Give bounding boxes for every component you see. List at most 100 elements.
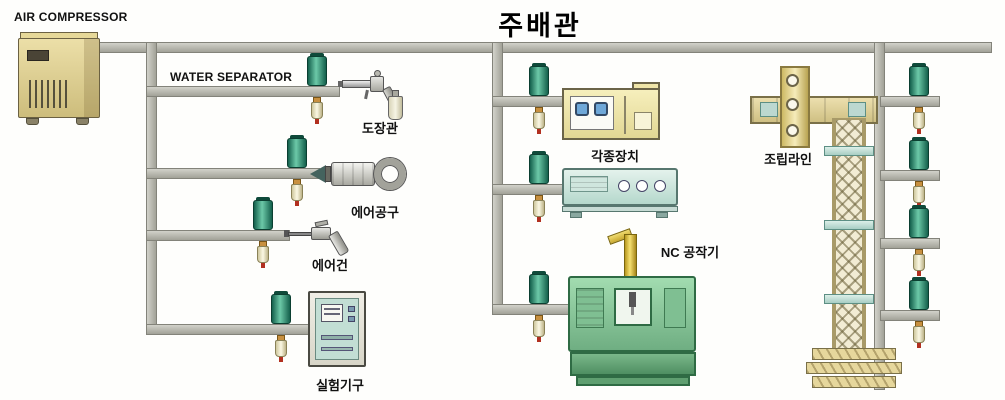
separator-cap [274,291,288,296]
nc-machine-base [570,352,696,376]
compressor-nameplate [27,50,49,61]
right-riser-pipe [874,42,885,390]
separator-filter-bowl [533,320,545,337]
air-tool-cone [310,165,326,183]
separator-cap [310,53,324,58]
water-separator-label: WATER SEPARATOR [170,70,293,84]
assembly-base-bar [806,362,902,374]
water-separator-unit [270,291,292,364]
right-branch-pipe-1 [880,96,940,107]
air-gun-device [284,219,364,266]
separator-drain [279,357,283,362]
separator-drain [261,263,265,268]
air-tool-body [331,162,375,186]
separator-cap [912,277,926,282]
water-separator-unit [252,197,274,270]
right-branch-pipe-3 [880,238,940,249]
tower-crossbar [824,294,874,304]
separator-cap [912,137,926,142]
nc-side-panel [664,288,686,328]
various-devices-label: 각종장치 [591,149,639,164]
separator-filter-bowl [257,246,269,263]
water-separator-unit [306,53,328,126]
separator-body [529,154,549,184]
spray-gun-device [338,68,410,126]
main-pipe [96,42,992,53]
air-tool-handle-ring [374,158,406,190]
tower-crossbar [824,146,874,156]
nc-arm-column [624,234,637,280]
assembly-base-bar [812,376,896,388]
spray-gun-trigger [364,89,369,100]
separator-filter-bowl [533,112,545,129]
air-gun-body [311,227,331,240]
left-branch-pipe-1 [146,86,340,97]
control-dial [636,180,648,192]
air-gun-grip [328,230,350,257]
main-pipe-title: 주배관 [498,11,582,41]
gear-hole [786,98,799,111]
water-separator-unit [908,205,930,278]
water-separator-unit [908,277,930,350]
separator-cap [532,63,546,68]
control-machine-foot [570,212,582,218]
gauge-device [562,82,666,144]
separator-drain [917,129,921,134]
control-machine-foot [656,212,668,218]
separator-drain [917,271,921,276]
assembly-base-bar [812,348,896,360]
compressor-foot [26,118,39,125]
separator-body [909,208,929,238]
nc-machine-skirt [576,376,690,386]
separator-filter-bowl [275,340,287,357]
separator-cap [912,63,926,68]
air-gun-tip [284,230,289,237]
separator-drain [917,343,921,348]
air-compressor-unit [18,32,108,126]
gauge-meter [594,102,608,116]
spray-gun-label: 도장관 [362,121,398,136]
assembly-line-carrier [848,102,866,117]
separator-drain [537,129,541,134]
separator-drain [295,201,299,206]
gauge-device-hatch [634,112,652,130]
separator-cap [532,151,546,156]
lab-slot [321,335,353,340]
water-separator-unit [908,137,930,210]
gauge-device-seam [624,96,626,134]
lab-equipment-label: 실험기구 [316,378,364,393]
separator-filter-bowl [913,326,925,343]
control-dial [618,180,630,192]
separator-body [253,200,273,230]
separator-body [909,140,929,170]
lab-screen-lines [324,308,340,318]
air-compressor-label: AIR COMPRESSOR [14,10,128,24]
separator-filter-bowl [913,186,925,203]
air-gun-label: 에어건 [312,258,348,273]
air-tool-label: 에어공구 [351,205,399,220]
compressor-shade [84,39,99,117]
paint-cup [388,96,403,120]
separator-body [909,280,929,310]
compressor-vent-grille [29,80,67,108]
assembly-line-lattice-tower [832,118,866,354]
nc-machine-device [568,228,702,388]
tower-crossbar [824,220,874,230]
gear-hole [786,74,799,87]
nc-tool-bit [631,307,634,315]
gear-hole [786,124,799,137]
assembly-line-carrier [760,102,778,117]
separator-cap [290,135,304,140]
control-dial [654,180,666,192]
lab-tray [321,347,353,351]
lab-button [348,306,355,312]
air-gun-nozzle [288,232,312,236]
compressor-foot [76,118,89,125]
nc-machine-label: NC 공작기 [660,245,720,260]
nc-vent-panel [576,288,604,328]
separator-cap [532,271,546,276]
water-separator-unit [528,63,550,136]
separator-body [307,56,327,86]
separator-drain [537,337,541,342]
